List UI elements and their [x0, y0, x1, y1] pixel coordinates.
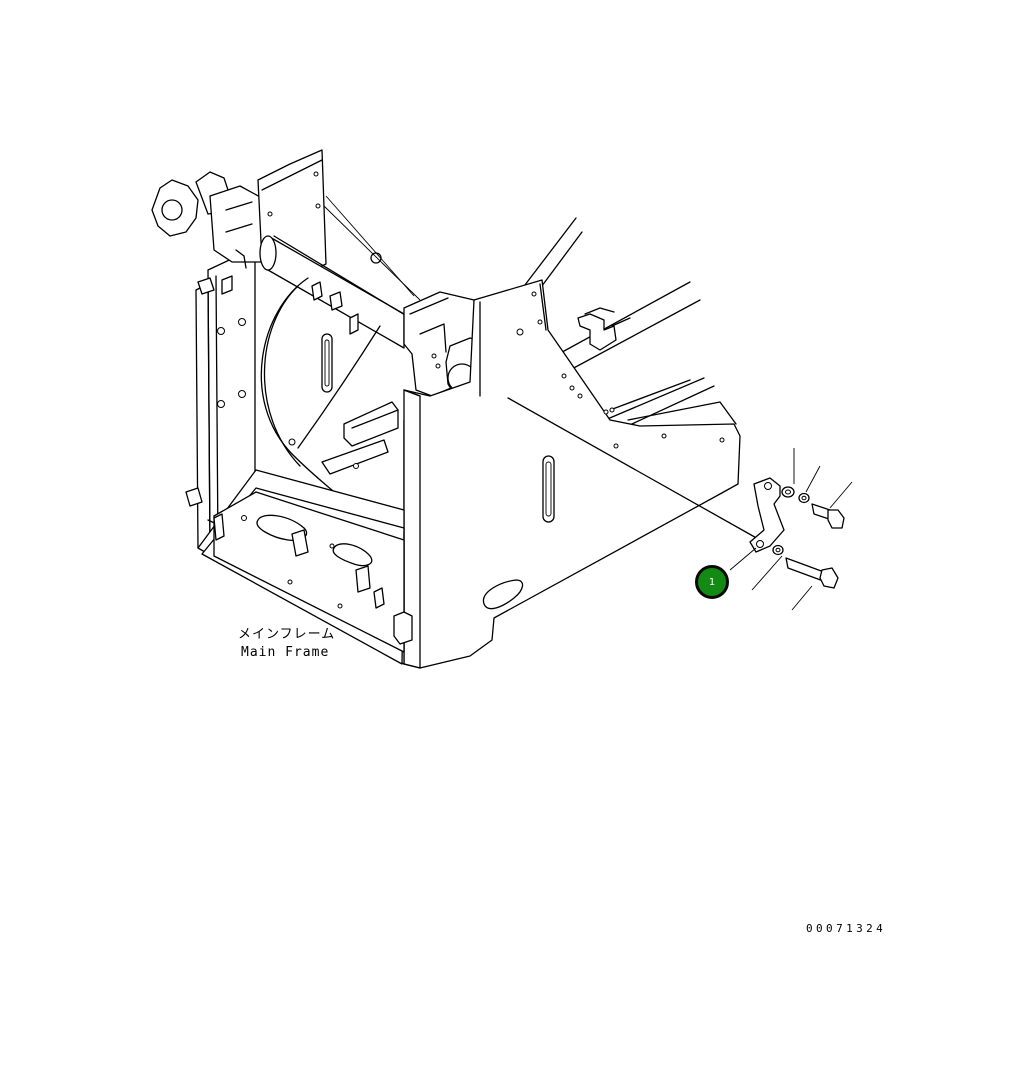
frame-right-wall — [403, 279, 761, 669]
callout-number: 1 — [708, 576, 716, 588]
frame-front-box — [197, 275, 421, 669]
fan-shroud — [260, 277, 405, 549]
drawing-number: 00071324 — [806, 922, 887, 935]
part-name-jp: メインフレーム — [238, 627, 336, 642]
cross-tube — [259, 195, 421, 349]
part-name-en: Main Frame — [241, 645, 330, 660]
bracket-assembly — [729, 448, 853, 611]
callout-badge-1[interactable]: 1 — [695, 565, 729, 599]
